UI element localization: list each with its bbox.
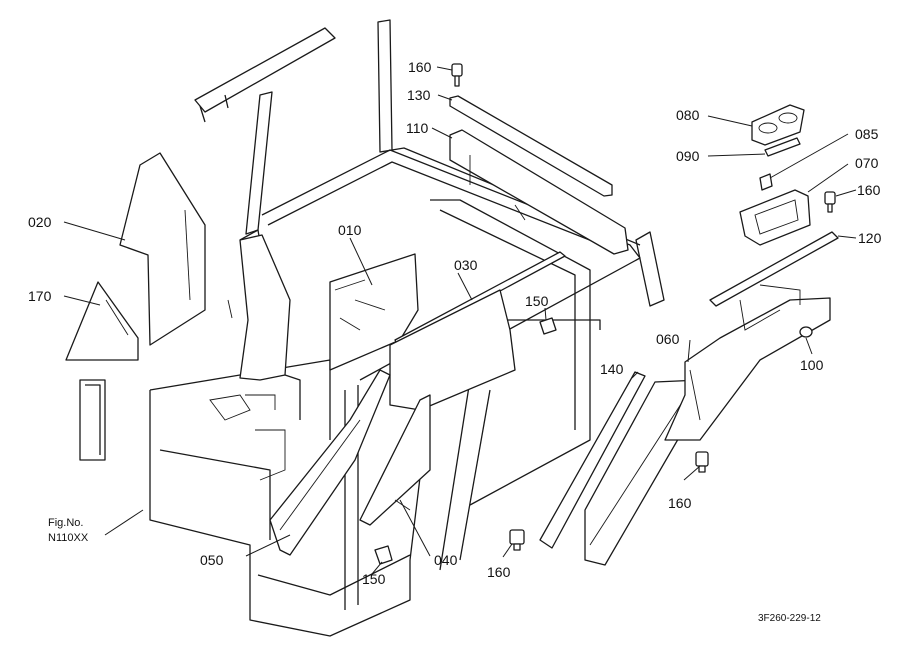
callout-130: 130 [407, 87, 431, 103]
part-150-clip-upper [539, 317, 557, 335]
callout-140: 140 [600, 361, 624, 377]
part-060-console-pan [664, 297, 831, 441]
callout-020: 020 [28, 214, 52, 230]
part-090-pad [764, 137, 801, 157]
part-100-grommet [799, 326, 813, 338]
callout-050: 050 [200, 552, 224, 568]
leader-lines [63, 66, 857, 575]
callout-080: 080 [676, 107, 700, 123]
callout-090: 090 [676, 148, 700, 164]
part-120-console-rail [709, 231, 839, 307]
part-160-bolt-middle [695, 451, 709, 473]
callout-070: 070 [855, 155, 879, 171]
callout-labels: 020 170 010 030 150 050 040 150 160 130 … [28, 59, 882, 587]
part-040-center-panel [359, 394, 431, 526]
callout-160-lower: 160 [487, 564, 511, 580]
callout-150-upper: 150 [525, 293, 549, 309]
part-150-clip-lower [374, 545, 393, 565]
callout-160-top: 160 [408, 59, 432, 75]
fig-reference-line2: N110XX [48, 532, 89, 544]
part-020-side-trim-panel [119, 152, 206, 346]
part-085-plug [759, 173, 773, 191]
part-130-top-trim [449, 95, 613, 197]
callout-040: 040 [434, 552, 458, 568]
callout-100: 100 [800, 357, 824, 373]
part-160-bolt-right [824, 191, 836, 213]
part-140-right-trim-strip [539, 371, 646, 549]
part-070-storage-tray [739, 189, 811, 246]
part-160-bolt-lower [509, 529, 525, 551]
part-050-side-trim [269, 369, 391, 556]
part-170-corner-panel [65, 281, 139, 361]
callout-170: 170 [28, 288, 52, 304]
callout-010: 010 [338, 222, 362, 238]
rear-back-panel [389, 289, 516, 411]
callout-160-middle: 160 [668, 495, 692, 511]
callout-110: 110 [406, 120, 429, 136]
left-side-panel [239, 234, 291, 381]
callout-150-lower: 150 [362, 571, 386, 587]
part-110-top-bar [449, 129, 629, 255]
part-080-cup-holder [751, 104, 805, 146]
part-160-bolt-top [451, 63, 463, 87]
callout-160-right: 160 [857, 182, 881, 198]
callout-085: 085 [855, 126, 879, 142]
callout-120: 120 [858, 230, 882, 246]
fig-reference-line1: Fig.No. [48, 517, 83, 529]
callout-060: 060 [656, 331, 680, 347]
drawing-code: 3F260-229-12 [758, 613, 821, 624]
callout-030: 030 [454, 257, 478, 273]
